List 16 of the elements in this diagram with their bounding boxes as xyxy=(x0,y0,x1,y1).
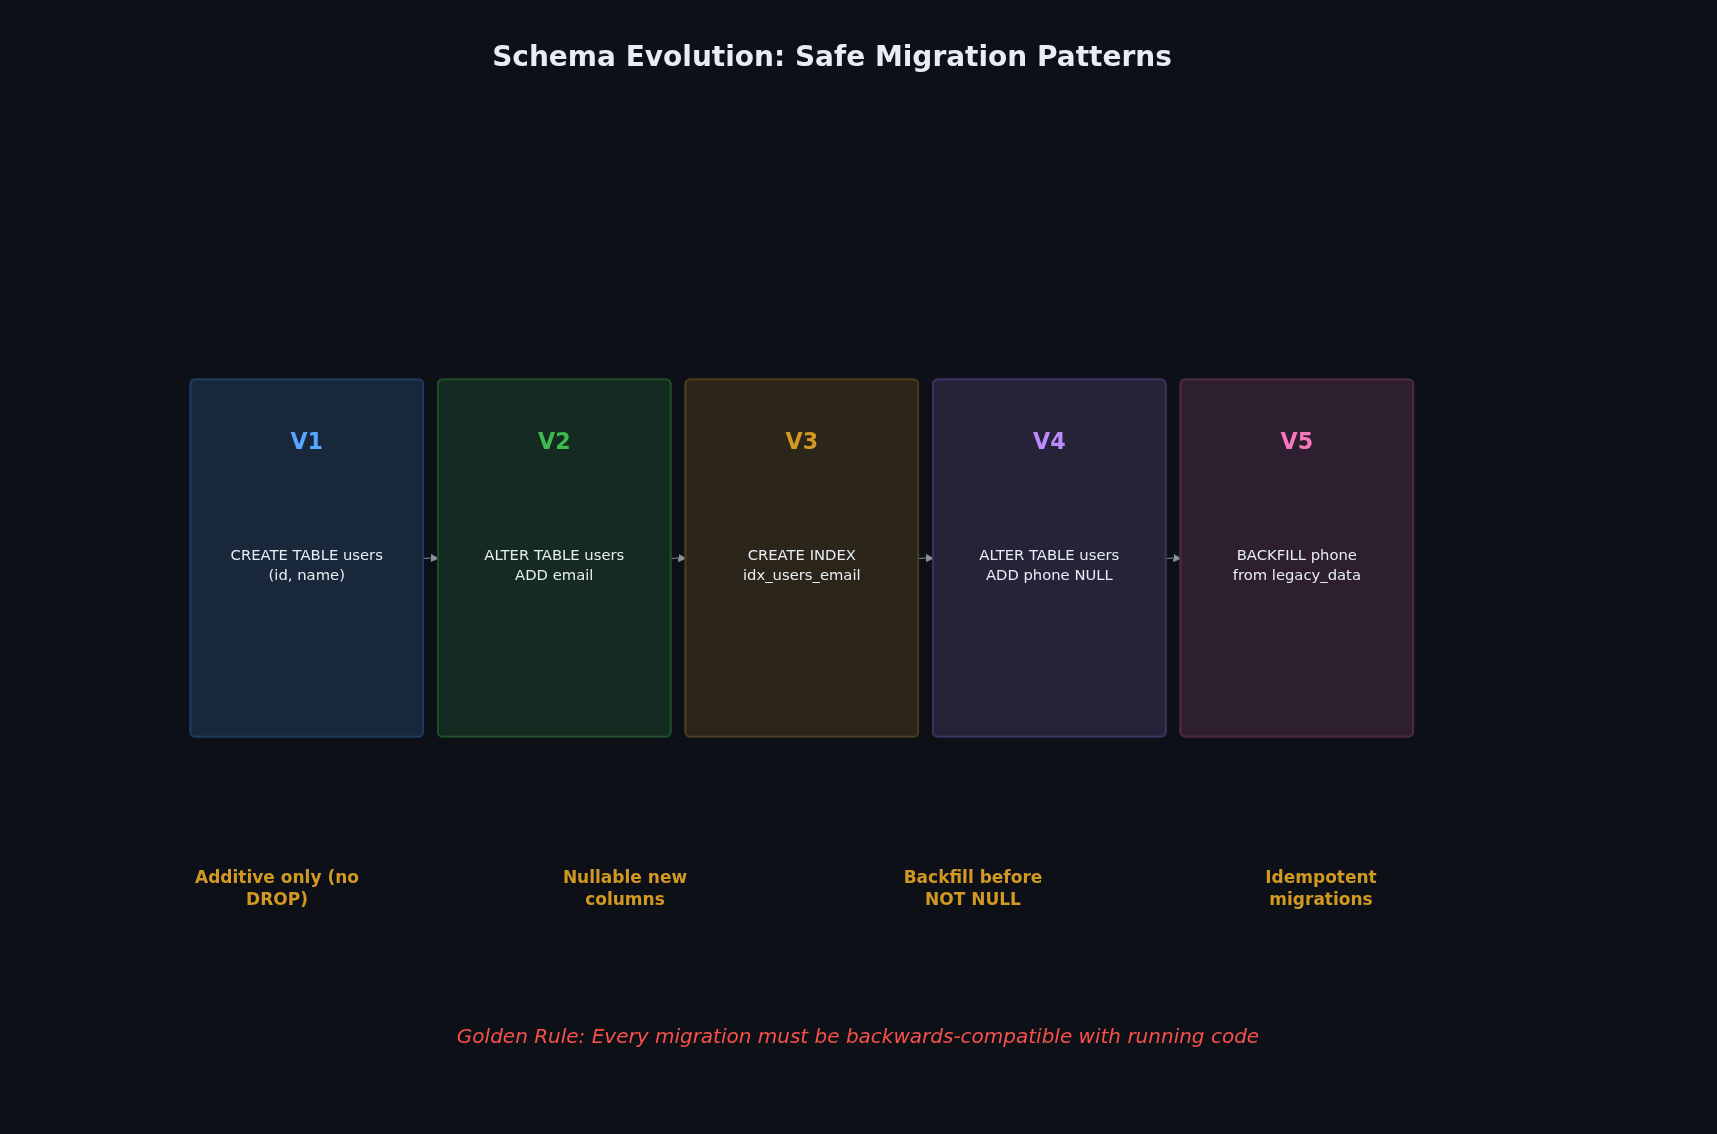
version-heading: V4 xyxy=(1033,427,1066,457)
version-heading: V3 xyxy=(785,427,819,457)
principle-note: Nullable new columns xyxy=(561,866,689,911)
caption-text: Golden Rule: Every migration must be backwards-compatible with running code xyxy=(456,1024,1260,1048)
migration-statement: CREATE INDEX idx_users_email xyxy=(742,546,862,586)
principle-note: Idempotent migrations xyxy=(1264,866,1378,911)
diagram-title: Schema Evolution: Safe Migration Patterns xyxy=(492,40,1172,74)
migration-statement: CREATE TABLE users (id, name) xyxy=(229,546,385,586)
version-heading: V1 xyxy=(290,427,324,457)
principle-note: Additive only (no DROP) xyxy=(194,866,360,911)
migration-statement: BACKFILL phone from legacy_data xyxy=(1231,546,1363,586)
version-heading: V2 xyxy=(538,427,571,457)
migration-statement: ALTER TABLE users ADD email xyxy=(483,546,626,586)
version-heading: V5 xyxy=(1280,427,1314,457)
migration-statement: ALTER TABLE users ADD phone NULL xyxy=(978,546,1121,586)
principle-note: Backfill before NOT NULL xyxy=(902,866,1044,911)
